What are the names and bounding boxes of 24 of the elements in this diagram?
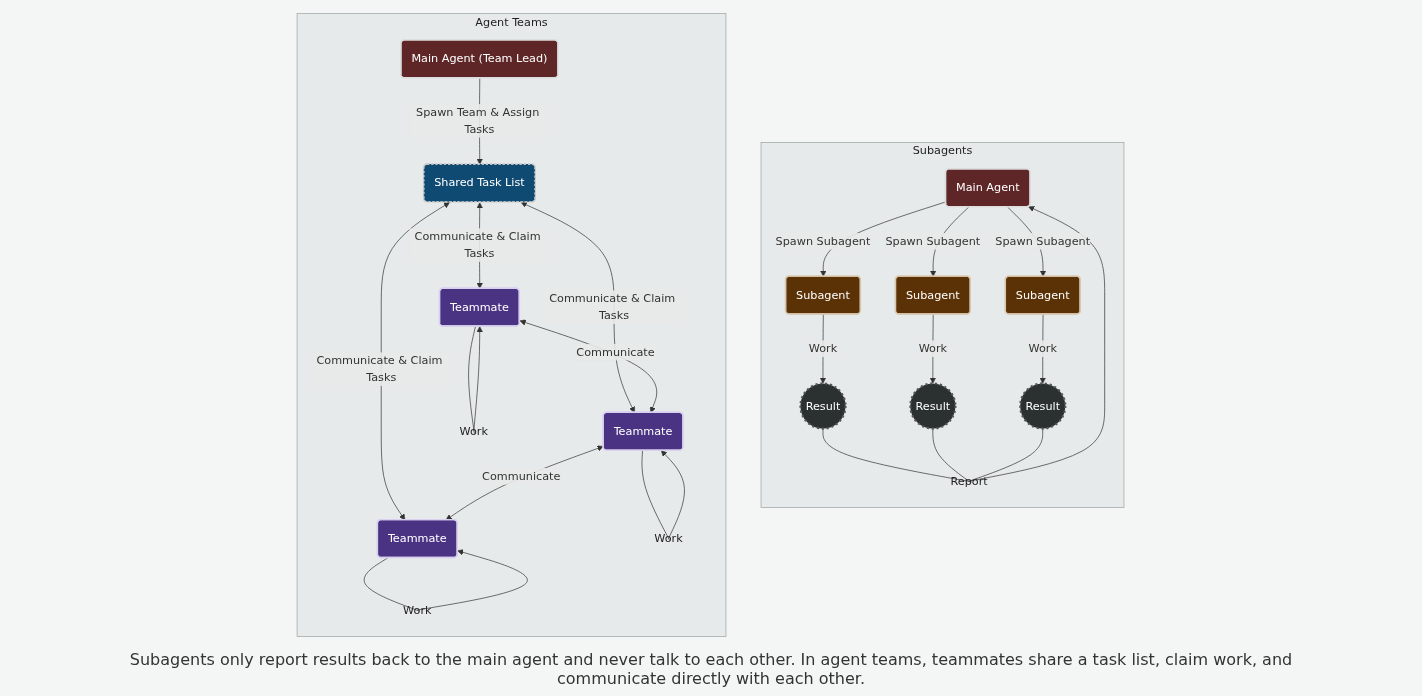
edge-label: Spawn Subagent xyxy=(995,234,1091,248)
edge-label: Communicate & Claim Tasks xyxy=(316,353,443,384)
edge-label: Communicate & Claim Tasks xyxy=(415,229,542,260)
node-text: Work xyxy=(460,424,489,438)
node-circle: Result xyxy=(1019,382,1067,430)
edge-label: Communicate xyxy=(576,345,656,359)
edge-label: Spawn Subagent xyxy=(885,234,981,248)
edge-label: Spawn Team & Assign Tasks xyxy=(416,105,540,136)
connector xyxy=(642,450,671,541)
edge-label: Work xyxy=(919,341,948,355)
connector xyxy=(932,428,972,483)
node-circle: Result xyxy=(909,382,957,430)
edge-label: Work xyxy=(809,341,838,355)
edge-label: Spawn Subagent xyxy=(776,234,871,248)
node-text: Work xyxy=(654,531,684,545)
edge-label: Work xyxy=(1028,341,1058,355)
edge-label: Communicate xyxy=(482,469,561,483)
connector xyxy=(969,428,1044,482)
node-text: Work xyxy=(403,603,432,617)
edge-label: Communicate & Claim Tasks xyxy=(549,291,676,322)
caption: Subagents only report results back to the main agent and never talk to each other. In agent teams, teammates share a task list, claim work, and communicate directly with each other. xyxy=(128,650,1294,688)
node-text: Report xyxy=(950,474,989,488)
node-circle: Result xyxy=(799,382,848,430)
connector xyxy=(468,326,477,435)
